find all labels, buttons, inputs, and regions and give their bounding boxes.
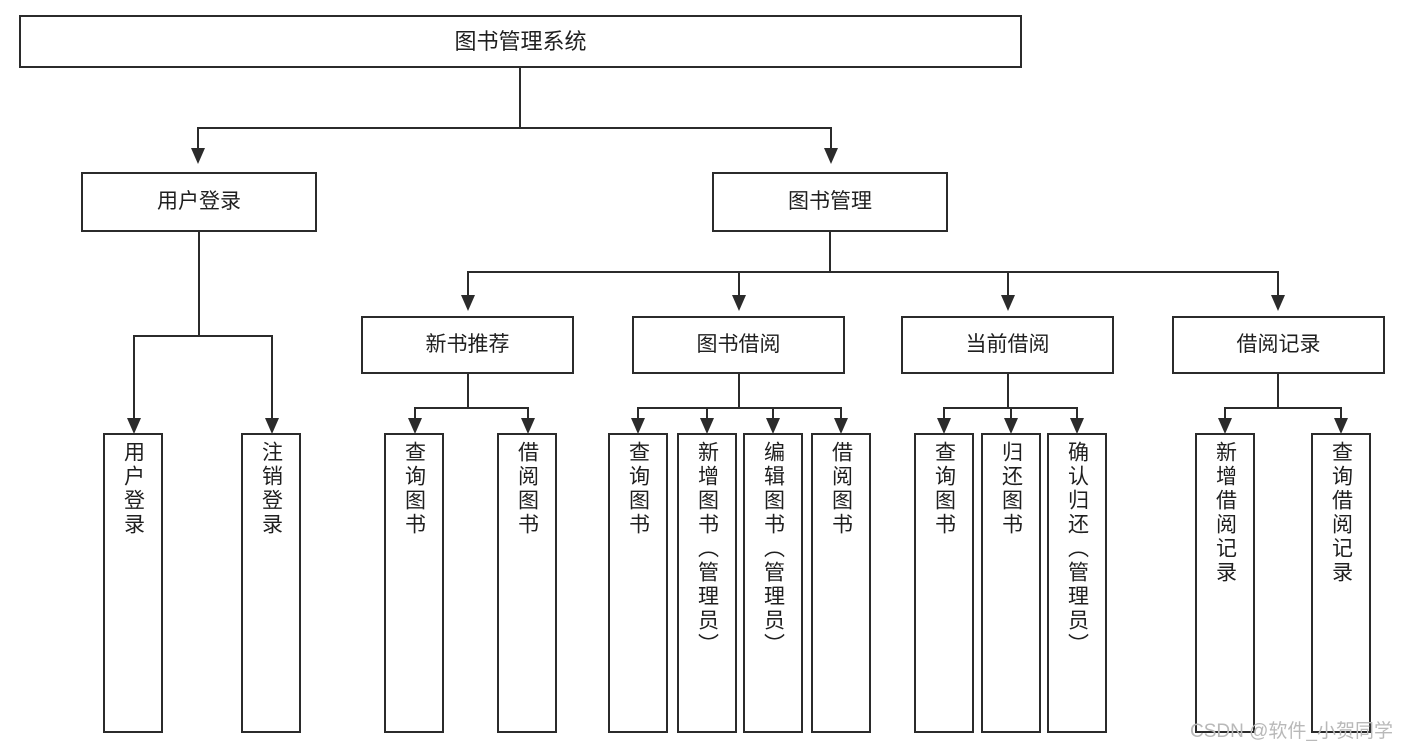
connector-borrow-drop-1: [637, 407, 639, 419]
arrow-to-leaf-current-2: [1004, 418, 1018, 434]
connector-recommend-drop-1: [414, 407, 416, 419]
connector-book-manage-drop-1: [467, 271, 469, 296]
node-label: 注销登录: [259, 441, 283, 537]
connector-root-bar: [197, 127, 832, 129]
connector-recommend-bar: [414, 407, 529, 409]
node-borrow-record[interactable]: 借阅记录: [1172, 316, 1385, 374]
connector-root-drop-left: [197, 127, 199, 149]
leaf-borrow-4[interactable]: 借阅图书: [811, 433, 871, 733]
connector-borrow-bar: [637, 407, 842, 409]
node-label: 新增图书（管理员）: [695, 441, 719, 657]
connector-user-login-bar: [133, 335, 273, 337]
arrow-to-leaf-record-2: [1334, 418, 1348, 434]
leaf-user-login-2[interactable]: 注销登录: [241, 433, 301, 733]
connector-borrow-stem: [738, 374, 740, 408]
connector-root-drop-right: [830, 127, 832, 149]
node-label: 图书管理系统: [454, 28, 587, 54]
node-label: 用户登录: [157, 189, 241, 213]
leaf-borrow-1[interactable]: 查询图书: [608, 433, 668, 733]
node-label: 用户登录: [121, 441, 145, 537]
leaf-record-2[interactable]: 查询借阅记录: [1311, 433, 1371, 733]
leaf-borrow-2[interactable]: 新增图书（管理员）: [677, 433, 737, 733]
connector-user-login-drop-1: [133, 335, 135, 419]
connector-current-drop-2: [1010, 407, 1012, 419]
node-book-manage[interactable]: 图书管理: [712, 172, 948, 232]
node-label: 图书借阅: [696, 332, 781, 356]
connector-book-manage-stem: [829, 232, 831, 272]
node-label: 图书管理: [788, 189, 872, 213]
arrow-to-leaf-user-login-2: [265, 418, 279, 434]
arrow-to-borrow-record: [1271, 295, 1285, 311]
connector-recommend-stem: [467, 374, 469, 408]
node-label: 查询图书: [932, 441, 956, 537]
connector-borrow-drop-3: [772, 407, 774, 419]
arrow-to-leaf-user-login-1: [127, 418, 141, 434]
arrow-to-current-borrow: [1001, 295, 1015, 311]
node-label: 借阅图书: [515, 441, 539, 537]
leaf-current-1[interactable]: 查询图书: [914, 433, 974, 733]
leaf-recommend-1[interactable]: 查询图书: [384, 433, 444, 733]
arrow-to-book-manage: [824, 148, 838, 164]
leaf-user-login-1[interactable]: 用户登录: [103, 433, 163, 733]
leaf-record-1[interactable]: 新增借阅记录: [1195, 433, 1255, 733]
connector-record-drop-1: [1224, 407, 1226, 419]
leaf-current-3[interactable]: 确认归还（管理员）: [1047, 433, 1107, 733]
node-root-system[interactable]: 图书管理系统: [19, 15, 1022, 68]
arrow-to-leaf-recommend-2: [521, 418, 535, 434]
node-label: 当前借阅: [965, 332, 1050, 356]
node-label: 新书推荐: [425, 332, 510, 356]
connector-record-drop-2: [1340, 407, 1342, 419]
node-label: 归还图书: [999, 441, 1023, 537]
connector-current-stem: [1007, 374, 1009, 408]
connector-current-drop-1: [943, 407, 945, 419]
connector-book-manage-bar: [467, 271, 1278, 273]
node-label: 借阅图书: [829, 441, 853, 537]
node-label: 编辑图书（管理员）: [761, 441, 785, 657]
leaf-borrow-3[interactable]: 编辑图书（管理员）: [743, 433, 803, 733]
connector-root-stem: [519, 68, 521, 128]
node-user-login[interactable]: 用户登录: [81, 172, 317, 232]
arrow-to-leaf-borrow-3: [766, 418, 780, 434]
connector-book-manage-drop-4: [1277, 271, 1279, 296]
arrow-to-book-borrow: [732, 295, 746, 311]
arrow-to-leaf-borrow-4: [834, 418, 848, 434]
arrow-to-user-login: [191, 148, 205, 164]
connector-record-bar: [1224, 407, 1342, 409]
node-current-borrow[interactable]: 当前借阅: [901, 316, 1114, 374]
arrow-to-leaf-borrow-2: [700, 418, 714, 434]
leaf-recommend-2[interactable]: 借阅图书: [497, 433, 557, 733]
node-label: 查询图书: [626, 441, 650, 537]
csdn-watermark: CSDN @软件_小贺同学: [1190, 721, 1393, 742]
node-book-borrow[interactable]: 图书借阅: [632, 316, 845, 374]
connector-user-login-stem: [198, 232, 200, 336]
connector-book-manage-drop-3: [1007, 271, 1009, 296]
leaf-current-2[interactable]: 归还图书: [981, 433, 1041, 733]
connector-current-drop-3: [1076, 407, 1078, 419]
arrow-to-leaf-current-3: [1070, 418, 1084, 434]
node-label: 查询图书: [402, 441, 426, 537]
connector-borrow-drop-4: [840, 407, 842, 419]
arrow-to-leaf-borrow-1: [631, 418, 645, 434]
node-label: 确认归还（管理员）: [1065, 441, 1089, 657]
node-label: 借阅记录: [1236, 332, 1321, 356]
connector-record-stem: [1277, 374, 1279, 408]
node-label: 新增借阅记录: [1213, 441, 1237, 585]
connector-book-manage-drop-2: [738, 271, 740, 296]
arrow-to-leaf-recommend-1: [408, 418, 422, 434]
connector-borrow-drop-2: [706, 407, 708, 419]
arrow-to-leaf-record-1: [1218, 418, 1232, 434]
node-new-book-recommend[interactable]: 新书推荐: [361, 316, 574, 374]
arrow-to-new-book-recommend: [461, 295, 475, 311]
node-label: 查询借阅记录: [1329, 441, 1353, 585]
connector-user-login-drop-2: [271, 335, 273, 419]
arrow-to-leaf-current-1: [937, 418, 951, 434]
connector-recommend-drop-2: [527, 407, 529, 419]
